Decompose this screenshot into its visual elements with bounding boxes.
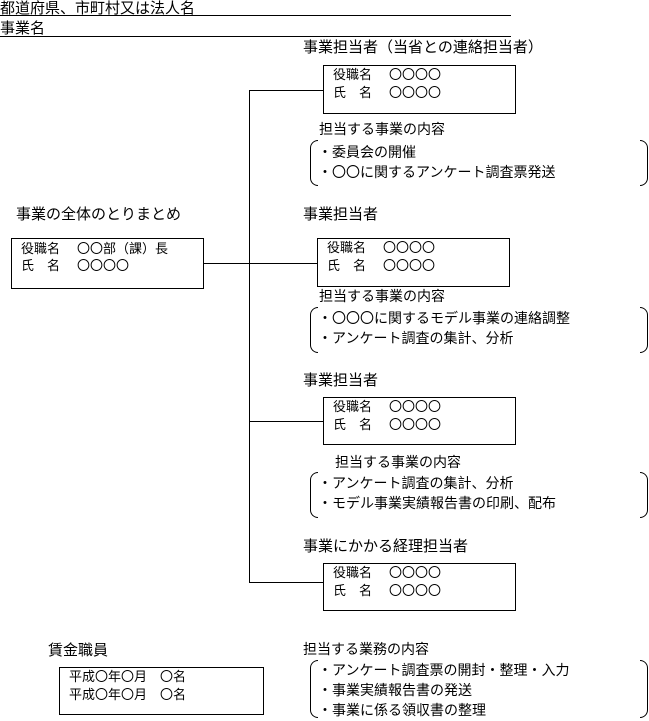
- position-label: 役職名: [333, 400, 373, 415]
- staff-4-name-row: 氏 名 〇〇〇〇: [333, 584, 441, 600]
- position-value: 〇〇〇〇: [389, 566, 442, 581]
- staff-1-task: ・委員会の開催: [318, 145, 416, 161]
- branch-line-4: [249, 582, 323, 583]
- staff-1-task: ・〇〇に関するアンケート調査票発送: [318, 165, 556, 181]
- temp-staff-tasks-heading: 担当する業務の内容: [303, 642, 429, 658]
- left-bracket: [310, 307, 318, 353]
- temp-staff-task: ・事業に係る領収書の整理: [318, 703, 486, 719]
- staff-4-box: 役職名 〇〇〇〇 氏 名 〇〇〇〇: [323, 563, 516, 611]
- position-value: 〇〇〇〇: [389, 400, 442, 415]
- position-value: 〇〇部（課）長: [77, 242, 169, 257]
- staff-3-box: 役職名 〇〇〇〇 氏 名 〇〇〇〇: [323, 397, 516, 445]
- name-value: 〇〇〇〇: [383, 259, 436, 274]
- temp-staff-title: 賃金職員: [48, 641, 109, 659]
- staff-3-position-row: 役職名 〇〇〇〇: [333, 400, 441, 416]
- branch-line-1: [249, 90, 323, 91]
- position-label: 役職名: [327, 241, 367, 256]
- overall-box: 役職名 〇〇部（課）長 氏 名 〇〇〇〇: [11, 238, 204, 289]
- staff-4-position-row: 役職名 〇〇〇〇: [333, 566, 441, 582]
- overall-name-row: 氏 名 〇〇〇〇: [21, 259, 129, 275]
- name-value: 〇〇〇〇: [77, 259, 130, 274]
- right-bracket: [640, 140, 648, 186]
- staff-3-task: ・アンケート調査の集計、分析: [318, 476, 514, 492]
- project-label: 事業名: [0, 19, 46, 37]
- staff-2-position-row: 役職名 〇〇〇〇: [327, 241, 435, 257]
- position-value: 〇〇〇〇: [383, 241, 436, 256]
- name-label: 氏 名: [333, 584, 373, 599]
- left-bracket: [310, 140, 318, 186]
- right-bracket: [640, 307, 648, 353]
- position-value: 〇〇〇〇: [389, 68, 442, 83]
- staff-3-name-row: 氏 名 〇〇〇〇: [333, 418, 441, 434]
- position-label: 役職名: [333, 68, 373, 83]
- org-trunk-line: [249, 90, 250, 582]
- staff-3-title: 事業担当者: [303, 371, 379, 389]
- staff-2-task: ・〇〇〇に関するモデル事業の連絡調整: [318, 311, 570, 327]
- left-bracket: [310, 472, 318, 518]
- prefecture-underline: [0, 15, 511, 16]
- overall-title: 事業の全体のとりまとめ: [16, 205, 182, 223]
- staff-1-tasks-heading: 担当する事業の内容: [319, 122, 445, 138]
- staff-3-task: ・モデル事業実績報告書の印刷、配布: [318, 496, 556, 512]
- overall-position-row: 役職名 〇〇部（課）長: [21, 242, 168, 258]
- staff-1-name-row: 氏 名 〇〇〇〇: [333, 86, 441, 102]
- temp-staff-row: 平成〇年〇月 〇名: [69, 688, 187, 703]
- branch-line-2: [203, 263, 317, 264]
- project-underline: [0, 36, 511, 37]
- position-label: 役職名: [333, 566, 373, 581]
- name-label: 氏 名: [333, 418, 373, 433]
- staff-1-box: 役職名 〇〇〇〇 氏 名 〇〇〇〇: [323, 65, 516, 114]
- temp-staff-row: 平成〇年〇月 〇名: [69, 670, 187, 685]
- name-label: 氏 名: [327, 259, 367, 274]
- staff-2-name-row: 氏 名 〇〇〇〇: [327, 259, 435, 275]
- staff-2-title: 事業担当者: [303, 205, 379, 223]
- right-bracket: [640, 660, 648, 718]
- right-bracket: [640, 472, 648, 518]
- staff-4-title: 事業にかかる経理担当者: [303, 537, 469, 555]
- name-value: 〇〇〇〇: [389, 584, 442, 599]
- position-label: 役職名: [21, 242, 61, 257]
- staff-2-box: 役職名 〇〇〇〇 氏 名 〇〇〇〇: [317, 238, 510, 287]
- staff-2-task: ・アンケート調査の集計、分析: [318, 331, 514, 347]
- branch-line-3: [249, 421, 323, 422]
- name-label: 氏 名: [21, 259, 61, 274]
- staff-1-position-row: 役職名 〇〇〇〇: [333, 68, 441, 84]
- temp-staff-task: ・アンケート調査票の開封・整理・入力: [318, 663, 570, 679]
- left-bracket: [310, 660, 318, 718]
- name-label: 氏 名: [333, 86, 373, 101]
- name-value: 〇〇〇〇: [389, 418, 442, 433]
- name-value: 〇〇〇〇: [389, 86, 442, 101]
- temp-staff-task: ・事業実績報告書の発送: [318, 683, 472, 699]
- staff-1-title: 事業担当者（当省との連絡担当者）: [303, 38, 543, 56]
- staff-3-tasks-heading: 担当する事業の内容: [335, 455, 461, 471]
- staff-2-tasks-heading: 担当する事業の内容: [319, 289, 445, 305]
- prefecture-label: 都道府県、市町村又は法人名: [0, 0, 196, 17]
- temp-staff-box: 平成〇年〇月 〇名 平成〇年〇月 〇名: [59, 667, 264, 715]
